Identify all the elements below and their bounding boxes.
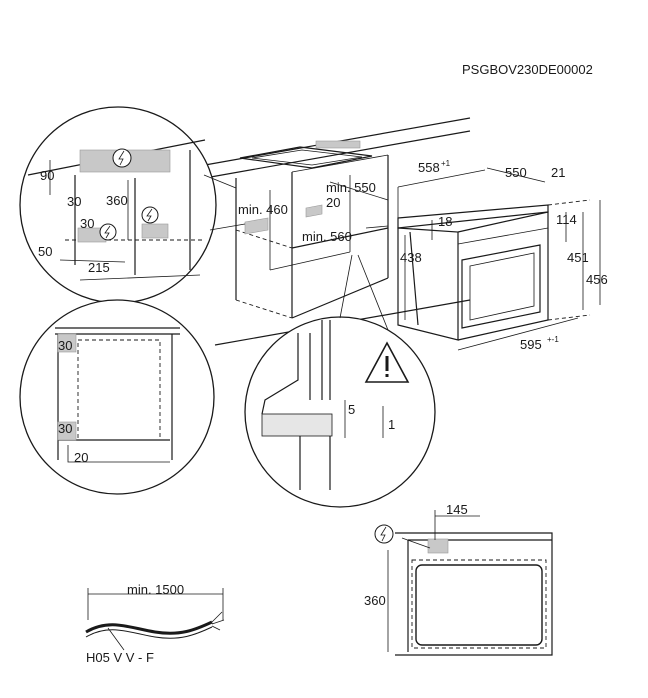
c1-dim-30a: 30 bbox=[67, 194, 81, 209]
dim-20-top: 20 bbox=[326, 195, 340, 210]
cable-drawing bbox=[85, 588, 225, 651]
c2-dim-20: 20 bbox=[74, 450, 88, 465]
dim-438: 438 bbox=[400, 250, 422, 265]
dim-451: 451 bbox=[567, 250, 589, 265]
c1-dim-30b: 30 bbox=[80, 216, 94, 231]
electric-bolt-icon bbox=[374, 524, 394, 544]
dim-min-460: min. 460 bbox=[238, 202, 288, 217]
doc-code: PSGBOV230DE00002 bbox=[462, 62, 593, 77]
oven-back-view bbox=[374, 510, 553, 656]
cable-type: H05 V V - F bbox=[86, 650, 154, 665]
dim-595: 595 bbox=[520, 337, 542, 352]
detail-circle-center bbox=[244, 316, 436, 508]
electric-bolt-icon bbox=[112, 148, 132, 168]
c2-dim-30b: 30 bbox=[58, 421, 72, 436]
dim-min-560: min. 560 bbox=[302, 229, 352, 244]
cable-min-length: min. 1500 bbox=[127, 582, 184, 597]
oven-drawing bbox=[397, 199, 591, 341]
c1-dim-360: 360 bbox=[106, 193, 128, 208]
c3-dim-1: 1 bbox=[388, 417, 395, 432]
c3-dim-5: 5 bbox=[348, 402, 355, 417]
dim-21: 21 bbox=[551, 165, 565, 180]
c1-dim-50: 50 bbox=[38, 244, 52, 259]
dim-550: 550 bbox=[505, 165, 527, 180]
dim-min-550: min. 550 bbox=[326, 180, 376, 195]
detail-circle-top bbox=[19, 106, 217, 304]
dim-456: 456 bbox=[586, 272, 608, 287]
detail-circle-left bbox=[19, 299, 215, 495]
electric-bolt-icon bbox=[141, 206, 159, 224]
dim-18: 18 bbox=[438, 214, 452, 229]
b-dim-145: 145 bbox=[446, 502, 468, 517]
cabinet-drawing bbox=[204, 117, 471, 346]
c1-dim-90: 90 bbox=[40, 168, 54, 183]
dim-558-sup: +1 bbox=[441, 159, 451, 168]
c2-dim-30a: 30 bbox=[58, 338, 72, 353]
dim-558: 558 bbox=[418, 160, 440, 175]
dim-595-sup: +-1 bbox=[547, 335, 559, 344]
electric-bolt-icon bbox=[99, 223, 117, 241]
warning-triangle-icon bbox=[364, 341, 410, 383]
c1-dim-215: 215 bbox=[88, 260, 110, 275]
b-dim-360: 360 bbox=[364, 593, 386, 608]
